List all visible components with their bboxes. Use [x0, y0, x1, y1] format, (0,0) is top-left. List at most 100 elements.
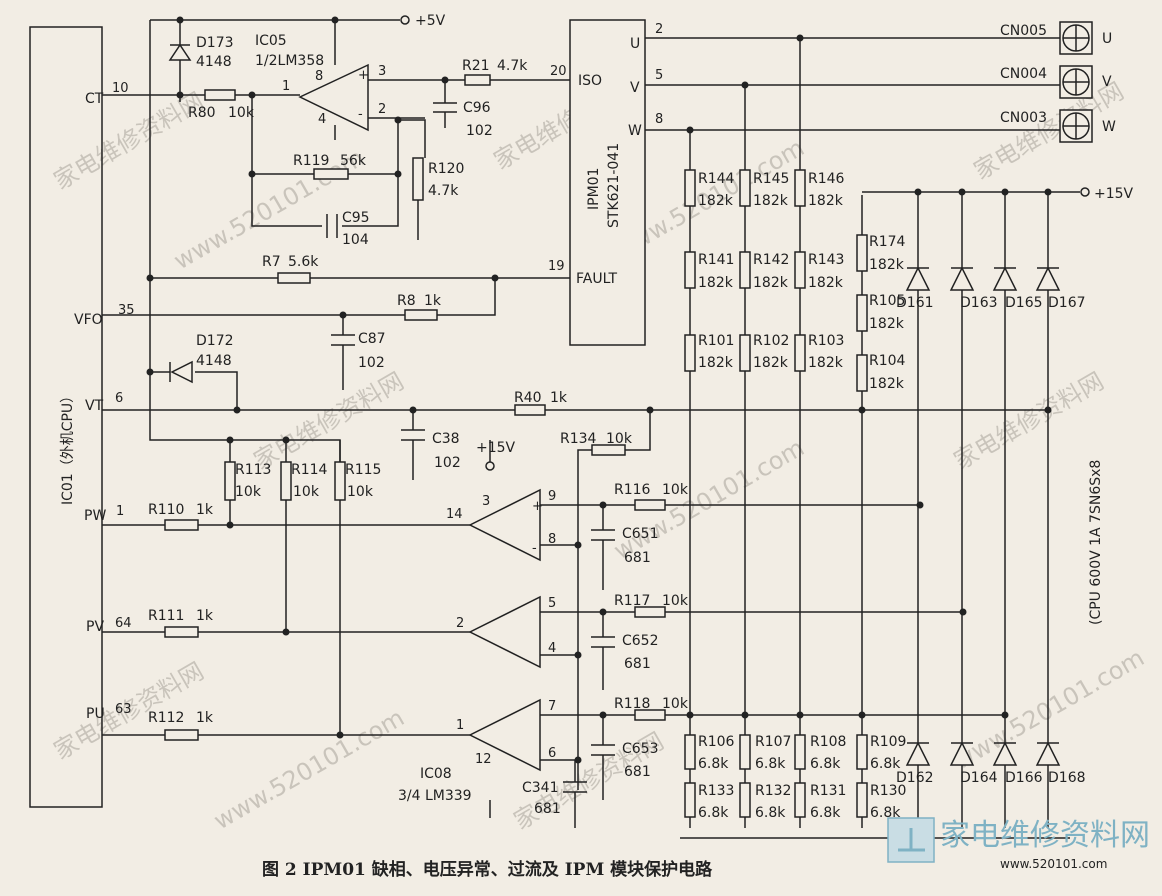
junction	[394, 170, 402, 178]
junction	[226, 436, 234, 444]
diode-label: D161	[896, 295, 934, 311]
label-r117: R117	[614, 593, 650, 609]
diode-icon	[949, 741, 975, 766]
junction	[491, 274, 499, 282]
resistor-r106-icon	[684, 734, 696, 770]
junction	[146, 274, 154, 282]
watermark: www.520101.com	[209, 704, 409, 836]
junction	[858, 406, 866, 414]
ic08-pin: 8	[548, 532, 556, 547]
comparator-3	[468, 698, 541, 772]
passive-components: D173 4148 R80 10k R21 4.7k C96 102 R119 …	[148, 35, 906, 821]
pin-num-pw: 1	[116, 504, 124, 519]
comparator-minus: -	[532, 541, 537, 556]
ipm-pinnum-fault: 19	[548, 259, 565, 274]
value-c87: 102	[358, 355, 385, 371]
junction	[858, 711, 866, 719]
resistor-r109-icon	[856, 734, 868, 770]
figure-caption: 图 2 IPM01 缺相、电压异常、过流及 IPM 模块保护电路	[262, 859, 713, 880]
ipm-pin-v: V	[630, 80, 640, 96]
diode-label: D165	[1005, 295, 1043, 311]
wire-iso	[368, 79, 570, 128]
junction	[599, 608, 607, 616]
ipm-pin-w: W	[628, 123, 642, 139]
resistor-r108-icon	[794, 734, 806, 770]
ipm-name: IPM01	[586, 168, 602, 210]
diode-label: D164	[960, 770, 998, 786]
junction	[574, 756, 582, 764]
junction	[226, 521, 234, 529]
label-r141: R141	[698, 252, 734, 268]
value-r109: 6.8k	[870, 756, 901, 772]
label-r144: R144	[698, 171, 735, 187]
wire-vt	[102, 409, 1050, 480]
junction	[741, 711, 749, 719]
diode-d163: D163	[949, 266, 998, 311]
ic08-pin: 3	[482, 494, 490, 509]
junction	[282, 628, 290, 636]
resistor-r112-icon	[164, 729, 199, 741]
diode-d162: D162	[896, 741, 934, 786]
resistor-r111-icon	[164, 626, 199, 638]
ipm-body	[569, 19, 646, 346]
label-c38: C38	[432, 431, 460, 447]
pin-name-ct: CT	[85, 91, 104, 107]
junction	[248, 91, 256, 99]
value-c96: 102	[466, 123, 493, 139]
label-r8: R8	[397, 293, 416, 309]
value-c95: 104	[342, 232, 369, 248]
diode-label: D163	[960, 295, 998, 311]
label-r115: R115	[345, 462, 381, 478]
resistor-r116-icon	[634, 499, 666, 511]
value-r119: 56k	[340, 153, 367, 169]
connector-name: CN004	[1000, 66, 1047, 82]
diode-icon	[992, 741, 1018, 766]
resistor-r103-icon	[794, 334, 806, 372]
wire-5v	[150, 19, 400, 102]
terminal-5v	[400, 15, 410, 25]
pin-num-pu: 63	[115, 702, 132, 717]
value-r80: 10k	[228, 105, 255, 121]
label-c96: C96	[463, 100, 491, 116]
junction	[686, 711, 694, 719]
resistor-r146-icon	[794, 169, 806, 207]
ipm-module: IPM01 STK621-041 U 2 V 5 W 8 ISO 20 FAUL…	[548, 19, 663, 346]
junction	[574, 651, 582, 659]
junction	[796, 711, 804, 719]
resistor-r113-icon	[224, 461, 236, 501]
value-r114: 10k	[293, 484, 320, 500]
ipm-part: STK621-041	[606, 143, 622, 228]
junction	[741, 81, 749, 89]
wire-fault	[150, 277, 570, 316]
label-r21: R21	[462, 58, 490, 74]
label-r134: R134	[560, 431, 597, 447]
site-logo: 家电维修资料网 www.520101.com	[887, 817, 1150, 871]
value-r144: 182k	[698, 193, 734, 209]
ic08-pin: 9	[548, 489, 556, 504]
value-r111: 1k	[196, 608, 214, 624]
resistor-r107-icon	[739, 734, 751, 770]
ipm-pinnum-w: 8	[655, 112, 663, 127]
junction	[176, 91, 184, 99]
resistor-r21-icon	[464, 74, 491, 86]
diode-icon	[905, 741, 931, 766]
resistor-r142-icon	[739, 251, 751, 289]
wire-pullups	[229, 440, 341, 735]
junction	[1044, 406, 1052, 414]
label-r142: R142	[753, 252, 789, 268]
wire-v	[645, 84, 1060, 828]
logo-text: 家电维修资料网	[940, 818, 1150, 853]
ic08-pin: 1	[456, 718, 464, 733]
label-r108: R108	[810, 734, 846, 750]
value-c651: 681	[624, 550, 651, 566]
resistor-r174-icon	[856, 234, 868, 272]
ic05-opamp: IC05 1/2LM358 8 3 1 4 2 + -	[255, 33, 386, 132]
resistor-r105-icon	[856, 294, 868, 332]
label-r174: R174	[869, 234, 906, 250]
value-d172: 4148	[196, 353, 232, 369]
wire-15v	[862, 191, 1080, 828]
watermark: 家电维修资料网	[249, 367, 408, 475]
value-c38: 102	[434, 455, 461, 471]
diode-d164: D164	[949, 741, 998, 786]
resistor-r7-icon	[277, 272, 311, 284]
